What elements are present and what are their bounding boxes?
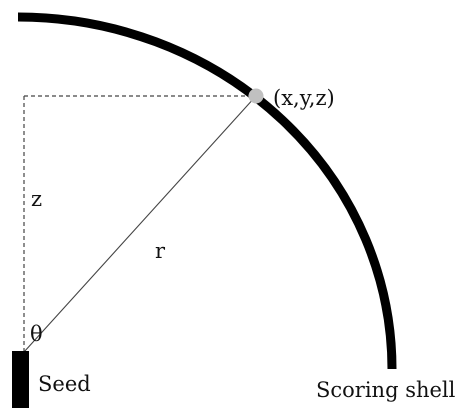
scoring-shell-label: Scoring shell xyxy=(316,378,456,402)
z-axis-label: z xyxy=(31,187,42,211)
seed-source xyxy=(12,351,29,408)
point-marker xyxy=(248,88,264,104)
radius-label: r xyxy=(155,239,166,263)
seed-label: Seed xyxy=(38,372,91,396)
point-label: (x,y,z) xyxy=(273,86,335,110)
scoring-shell-arc xyxy=(17,12,397,370)
radius-line xyxy=(23,95,257,353)
angle-label: θ xyxy=(30,322,43,346)
